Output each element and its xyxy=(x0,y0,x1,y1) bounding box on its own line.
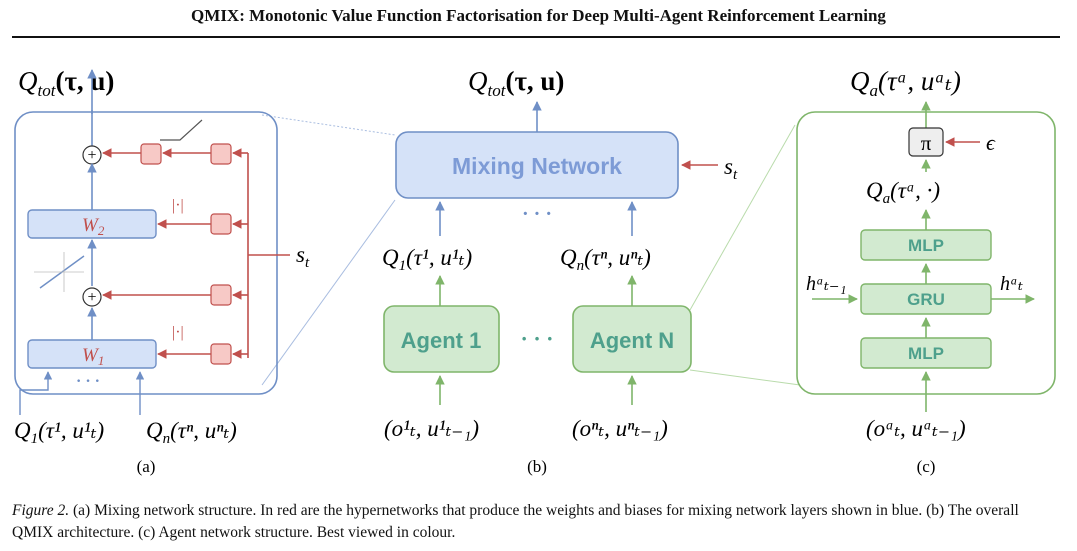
agents-dots: · · · xyxy=(520,326,553,351)
panel-b-qmix-architecture: Qtot(τ, u) Mixing Network st · · · Q1(τ¹… xyxy=(382,66,738,476)
panel-c-output-label: Qa(τᵃ, uᵃₜ) xyxy=(850,66,961,100)
mlp-top-label: MLP xyxy=(908,236,944,255)
figure-caption: Figure 2. (a) Mixing network structure. … xyxy=(12,500,1062,544)
hidden-state-out: hᵃₜ xyxy=(1000,273,1023,295)
plus-node-bottom xyxy=(82,287,102,307)
agent-n-box xyxy=(572,305,692,373)
hyper-w1 xyxy=(210,343,232,365)
obs-1-label: (o¹ₜ, u¹ₜ₋₁) xyxy=(384,416,479,441)
hidden-state-in: hᵃₜ₋₁ xyxy=(806,273,846,295)
epsilon-label: ϵ xyxy=(986,130,996,155)
hyper-bias-1 xyxy=(210,284,232,306)
panel-a-caption-label: (a) xyxy=(137,457,156,476)
relu-icon xyxy=(160,119,203,141)
abs-label-w1: |·| xyxy=(172,324,184,341)
obs-n-label: (oⁿₜ, uⁿₜ₋₁) xyxy=(572,416,668,441)
hyper-w2 xyxy=(210,213,232,235)
agent-n-label: Agent N xyxy=(590,328,674,353)
agent-1-box xyxy=(383,305,500,373)
panel-c-agent-network: Qa(τᵃ, uᵃₜ) π ϵ Qa(τᵃ, ·) MLP GRU hᵃₜ₋₁ … xyxy=(796,66,1056,476)
state-label-b: st xyxy=(724,154,738,183)
mlp-bottom-box xyxy=(860,337,992,369)
header-rule xyxy=(12,36,1060,38)
pi-policy-box xyxy=(908,127,944,157)
figure-caption-text: (a) Mixing network structure. In red are… xyxy=(12,502,1019,541)
figure-caption-label: Figure 2. xyxy=(12,502,70,519)
gru-label: GRU xyxy=(907,290,945,309)
hyper-bias-top-2 xyxy=(210,143,232,165)
panel-a-frame xyxy=(14,111,278,395)
qn-label: Qn(τⁿ, uⁿₜ) xyxy=(560,245,651,274)
panel-b-caption-label: (b) xyxy=(527,457,547,476)
pi-label: π xyxy=(921,131,932,155)
mixing-network-label: Mixing Network xyxy=(452,153,622,179)
w2-layer xyxy=(27,209,157,239)
panel-a-mixing-structure: Qtot(τ, u) + W2 + W1 · · · |·| xyxy=(14,66,310,476)
panel-a-input-1: Q1(τ¹, u¹ₜ) xyxy=(14,418,104,447)
plus-bottom-label: + xyxy=(87,289,96,306)
mixing-input-dots: · · · xyxy=(522,203,552,225)
mixing-network-box xyxy=(395,131,679,199)
plus-top-label: + xyxy=(87,147,96,164)
zoom-line-c-top xyxy=(689,124,796,311)
zoom-line-a-top xyxy=(261,114,396,136)
panel-a-input-dots: · · · xyxy=(76,373,100,390)
panel-c-caption-label: (c) xyxy=(917,457,936,476)
w1-layer xyxy=(27,339,157,369)
panel-b-output-label: Qtot(τ, u) xyxy=(468,66,564,100)
q1-label: Q1(τ¹, u¹ₜ) xyxy=(382,245,472,274)
abs-label-w2: |·| xyxy=(172,197,184,214)
agent-1-label: Agent 1 xyxy=(401,328,482,353)
zoom-line-a-bottom xyxy=(261,199,396,386)
zoom-line-c-bottom xyxy=(689,369,801,386)
state-label-a: st xyxy=(296,242,310,271)
paper-running-title: QMIX: Monotonic Value Function Factorisa… xyxy=(191,6,886,25)
mlp-top-box xyxy=(860,229,992,261)
panel-c-q-values-label: Qa(τᵃ, ·) xyxy=(866,178,940,207)
panel-c-input-label: (oᵃₜ, uᵃₜ₋₁) xyxy=(866,416,966,441)
w2-label: W2 xyxy=(82,215,105,238)
figure-2: Qtot(τ, u) + W2 + W1 · · · |·| xyxy=(0,40,1077,490)
panel-a-input-n: Qn(τⁿ, uⁿₜ) xyxy=(146,418,237,447)
w1-label: W1 xyxy=(82,345,104,368)
hyper-bias-top-1 xyxy=(140,143,162,165)
panel-a-output-label: Qtot(τ, u) xyxy=(18,66,114,100)
mlp-bottom-label: MLP xyxy=(908,344,944,363)
